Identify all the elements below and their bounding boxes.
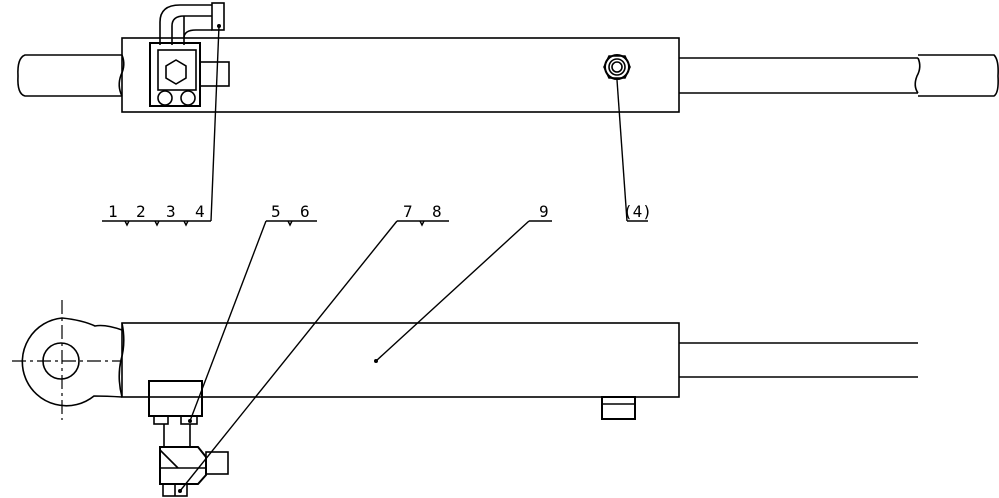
top-port-plug-outer — [604, 54, 630, 80]
leader-line-7-8 — [179, 220, 398, 492]
front-valve-fitting-right — [180, 415, 198, 425]
front-port-plug — [601, 396, 636, 420]
leader-dot-7-8 — [178, 489, 182, 493]
leader-dot-9 — [374, 359, 378, 363]
front-valve-fitting-left — [153, 415, 169, 425]
top-rod-end-right — [918, 54, 999, 97]
leader-line-4-ref — [616, 79, 628, 222]
top-port-plug-inner — [611, 61, 623, 73]
top-valve-port — [199, 61, 230, 87]
callout-label-4: 4 — [195, 202, 205, 221]
front-cylinder-barrel — [121, 322, 680, 398]
bolt-head-left-icon — [157, 90, 173, 106]
callout-label-4-ref: (4) — [623, 202, 652, 221]
callout-label-3: 3 — [166, 202, 176, 221]
front-elbow-body — [159, 446, 207, 485]
top-rod-break-left — [914, 57, 921, 94]
top-pipe-fitting — [211, 2, 225, 31]
hex-bolt-icon — [165, 59, 187, 85]
front-elbow-diagonal — [159, 449, 179, 469]
leader-line-1-4 — [210, 25, 220, 222]
front-valve-block — [148, 380, 203, 417]
callout-ticks-1-4 — [124, 220, 189, 227]
top-left-rod-end — [17, 54, 122, 97]
callout-group: 1 2 3 4 5 6 7 8 9 (4) — [102, 25, 652, 493]
top-cylinder-barrel — [121, 37, 680, 113]
eye-end-outline — [21, 317, 123, 407]
callout-label-5: 5 — [271, 202, 281, 221]
top-pipe-lower-bend — [183, 29, 212, 39]
top-port-plug-hex — [603, 55, 631, 79]
callout-label-7: 7 — [403, 202, 413, 221]
callout-label-2: 2 — [136, 202, 146, 221]
top-left-rod-break — [118, 54, 125, 97]
callout-label-6: 6 — [300, 202, 310, 221]
top-pipe-elbow-outer — [159, 4, 212, 45]
top-port-plug-mid — [608, 58, 626, 76]
leader-dot-5-6 — [188, 419, 192, 423]
callout-ticks-7-8 — [419, 220, 425, 227]
callout-label-1: 1 — [108, 202, 118, 221]
top-view — [17, 2, 999, 113]
callout-ticks-5-6 — [287, 220, 293, 227]
front-elbow-port — [205, 451, 229, 475]
callout-label-9: 9 — [539, 202, 549, 221]
front-left-break — [118, 322, 125, 398]
top-valve-block-inner — [157, 49, 197, 91]
front-view — [12, 300, 918, 497]
leader-line-9 — [375, 220, 530, 362]
bolt-head-right-icon — [180, 90, 196, 106]
callout-label-8: 8 — [432, 202, 442, 221]
